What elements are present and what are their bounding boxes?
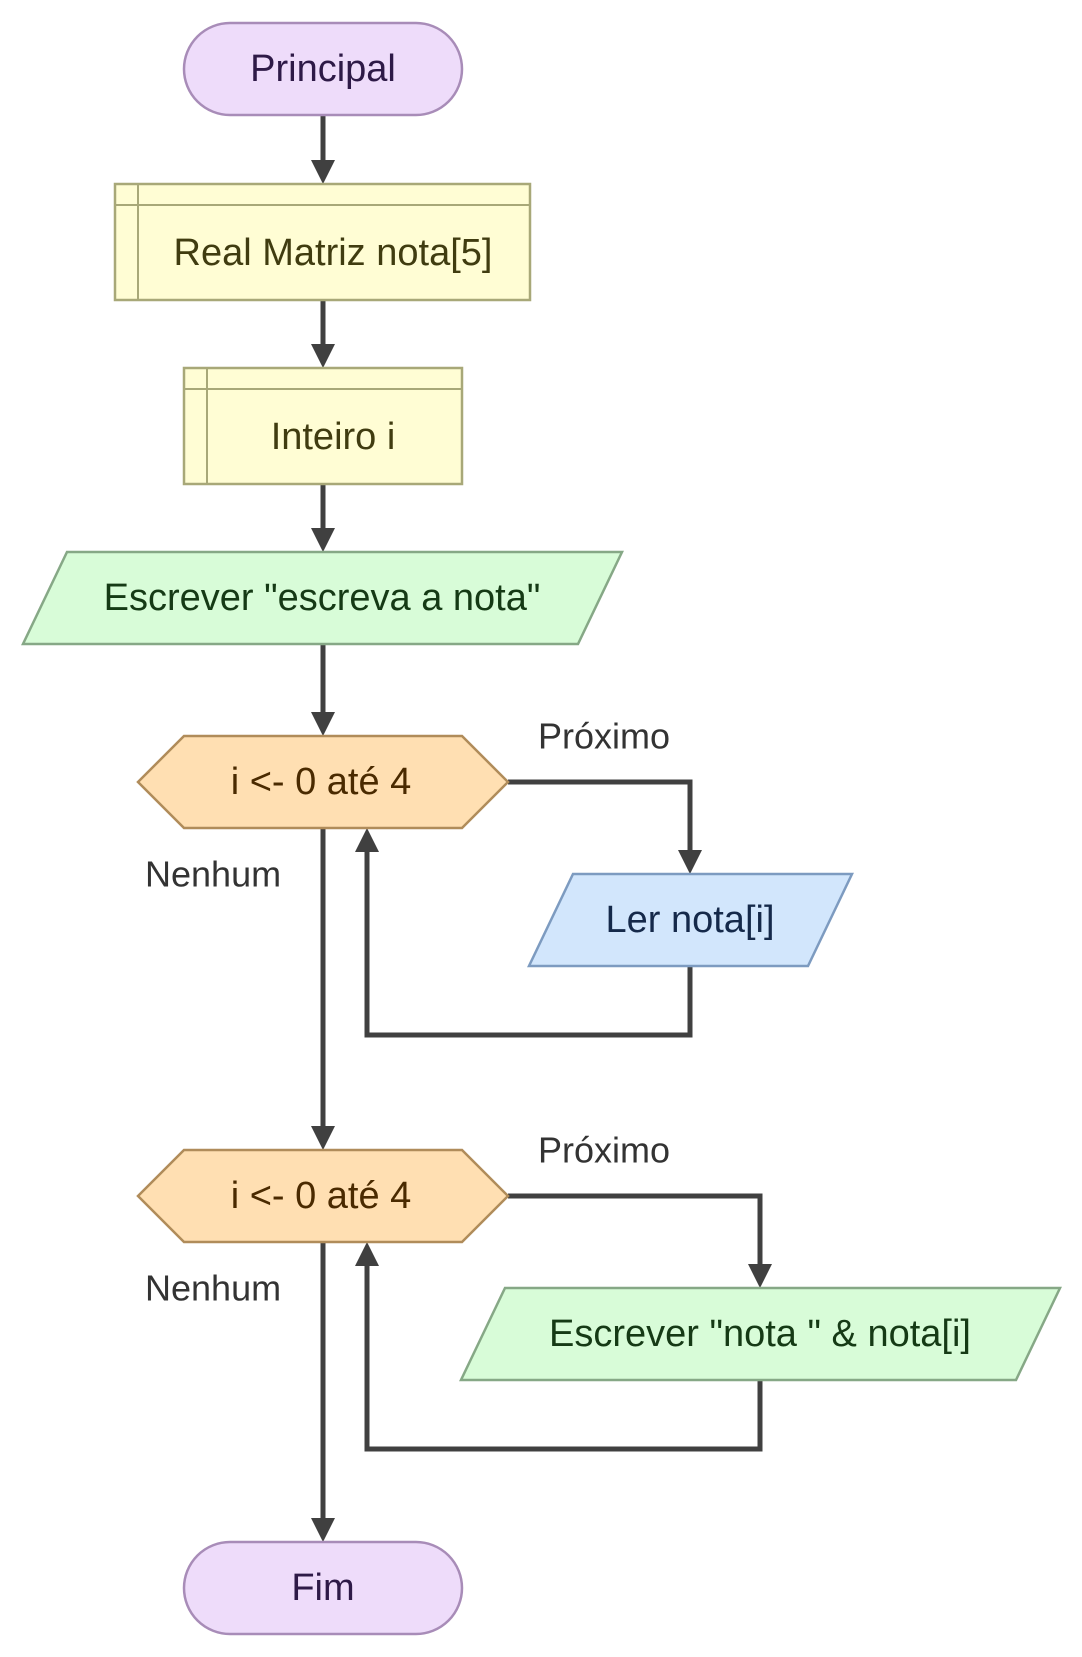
arrowhead: [311, 1126, 335, 1150]
loop2-label: i <- 0 até 4: [231, 1175, 412, 1217]
declare-int-node: Inteiro i: [182, 366, 464, 486]
input-nota-label: Ler nota[i]: [606, 899, 775, 941]
start-terminal: Principal: [182, 21, 464, 117]
arrowhead: [678, 850, 702, 874]
end-label: Fim: [291, 1567, 354, 1609]
output-prompt-label: Escrever "escreva a nota": [104, 577, 541, 619]
edge-label-loop2-next: Próximo: [538, 1130, 670, 1171]
input-nota-node: Ler nota[i]: [527, 872, 854, 968]
declare-int-label: Inteiro i: [271, 416, 396, 458]
loop1-node: i <- 0 até 4: [136, 734, 510, 830]
edge-loop1-next: [508, 779, 693, 856]
arrowhead: [355, 828, 379, 852]
loop1-label: i <- 0 até 4: [231, 761, 412, 803]
loop2-node: i <- 0 até 4: [136, 1148, 510, 1244]
output-nota-label: Escrever "nota " & nota[i]: [549, 1313, 971, 1355]
arrowhead: [311, 1518, 335, 1542]
arrowhead: [311, 528, 335, 552]
output-prompt-node: Escrever "escreva a nota": [21, 550, 624, 646]
edge-label-loop1-next: Próximo: [538, 716, 670, 757]
edge-loop1-return: [364, 848, 693, 1038]
arrowhead: [355, 1242, 379, 1266]
edges: [311, 115, 772, 1542]
edge-loop2-next: [508, 1193, 763, 1270]
end-terminal: Fim: [182, 1540, 464, 1636]
edge-label-loop2-done: Nenhum: [145, 1268, 281, 1309]
edge-loop2-return: [364, 1262, 763, 1452]
output-nota-node: Escrever "nota " & nota[i]: [459, 1286, 1062, 1382]
declare-array-node: Real Matriz nota[5]: [113, 182, 532, 302]
arrowhead: [311, 712, 335, 736]
declare-array-label: Real Matriz nota[5]: [174, 232, 493, 274]
edge-label-loop1-done: Nenhum: [145, 854, 281, 895]
arrowhead: [311, 160, 335, 184]
arrowhead: [748, 1264, 772, 1288]
start-label: Principal: [250, 48, 396, 90]
arrowhead: [311, 344, 335, 368]
